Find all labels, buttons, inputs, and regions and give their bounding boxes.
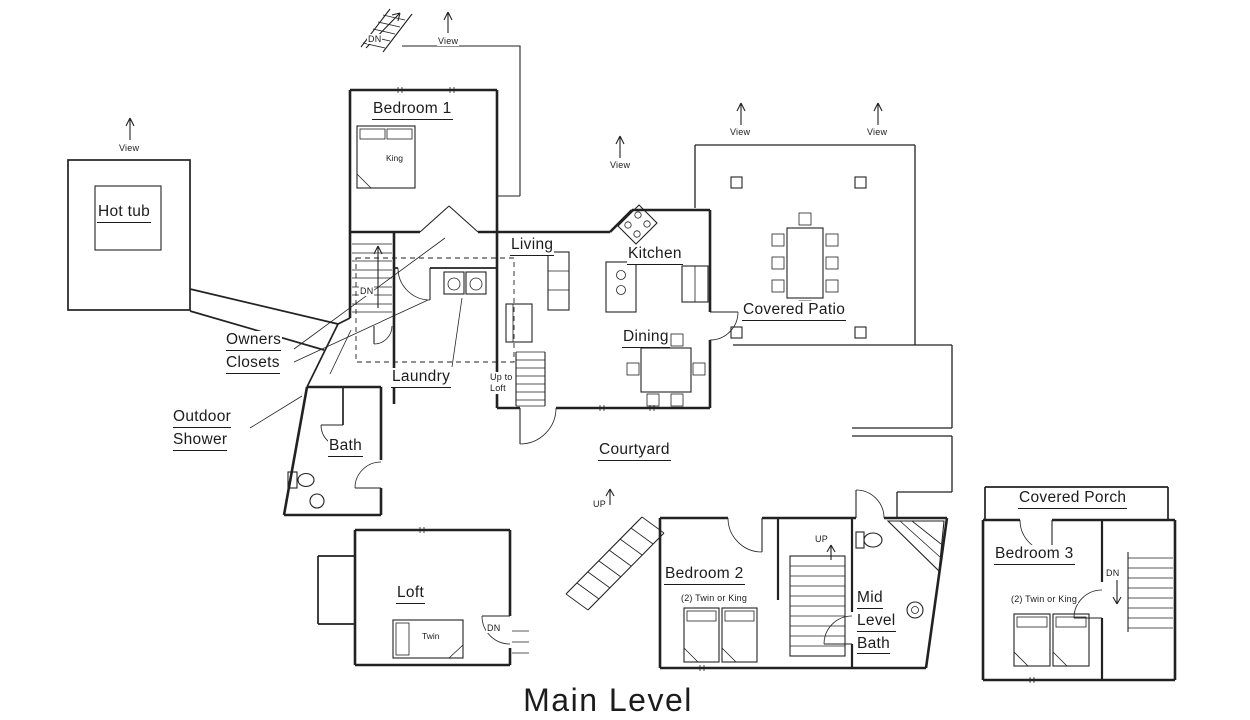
owners-closets-label: Owners Closets (225, 331, 283, 374)
covered-porch-label: Covered Porch (1018, 489, 1128, 509)
up-label-courtyard-stairs: UP (592, 499, 607, 510)
covered-patio-structure (694, 144, 916, 346)
view-label-kitchen: View (609, 160, 632, 171)
view-label-patio-1: View (729, 127, 752, 138)
kitchen-fixtures (605, 204, 709, 313)
bedroom1-label: Bedroom 1 (372, 100, 453, 120)
mid-bath-fixtures (855, 520, 945, 619)
living-furniture (505, 251, 570, 343)
courtyard-label: Courtyard (598, 441, 671, 461)
bedroom2-building (658, 489, 949, 670)
loft-label: Loft (396, 584, 426, 604)
plan-title: Main Level (522, 682, 694, 719)
courtyard-boundary (852, 344, 953, 518)
up-label-bedroom2-stairs: UP (814, 534, 829, 545)
view-label-hot-tub: View (118, 143, 141, 154)
king-bed-label: King (385, 153, 405, 164)
view-label-patio-2: View (866, 127, 889, 138)
twin-bed-label: Twin (421, 631, 441, 642)
kitchen-label: Kitchen (627, 245, 683, 265)
dn-label-interior-stairs: DN (359, 286, 375, 297)
bath-label: Bath (328, 437, 364, 457)
entry-double-doors (419, 205, 479, 233)
bedroom1-bed (356, 125, 416, 189)
covered-patio-label: Covered Patio (742, 301, 847, 321)
owners-closets-area (249, 237, 446, 429)
view-arrows (125, 11, 883, 158)
hot-tub-label: Hot tub (97, 203, 152, 223)
laundry-label: Laundry (391, 368, 452, 388)
living-label: Living (510, 236, 555, 256)
dn-label-bedroom3-stairs: DN (1105, 568, 1121, 579)
up-to-loft-stairs (515, 351, 546, 407)
bedroom3-building (981, 486, 1177, 682)
dining-label: Dining (622, 328, 670, 348)
window-ticks (397, 87, 1035, 683)
living-kitchen-dining-walls (495, 208, 739, 445)
loft-building (317, 528, 529, 667)
bedroom1-walls (337, 88, 499, 325)
dn-label-loft: DN (486, 623, 502, 634)
bedroom2-beds-label: (2) Twin or King (680, 593, 749, 604)
bedroom2-label: Bedroom 2 (664, 565, 745, 585)
hot-tub-platform (67, 159, 339, 351)
dining-set (626, 333, 706, 407)
bedroom3-beds-label: (2) Twin or King (1010, 594, 1079, 605)
mid-level-bath-label: Mid Level Bath (856, 589, 897, 655)
outdoor-shower-label: Outdoor Shower (172, 408, 233, 451)
view-label-top: View (437, 36, 460, 47)
courtyard-stairs (565, 488, 665, 611)
up-to-loft-label: Up to Loft (489, 372, 514, 394)
bedroom3-label: Bedroom 3 (994, 545, 1075, 565)
dn-label-top-stairs: DN (367, 34, 383, 45)
